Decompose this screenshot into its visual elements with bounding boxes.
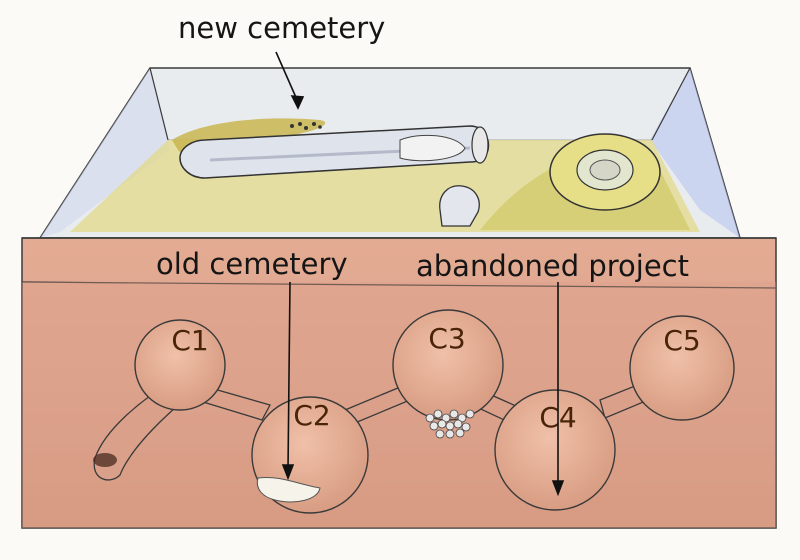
chamber-c1 [134, 319, 226, 411]
arrow-old-cemetery [287, 281, 291, 471]
label-c5: C5 [663, 324, 700, 357]
arrow-new-cemetery [275, 51, 299, 103]
old-cemetery-label: old cemetery [156, 247, 348, 281]
label-c2: C2 [293, 399, 330, 432]
arrow-head-old-cemetery [281, 464, 295, 481]
label-c3: C3 [428, 322, 465, 355]
abandoned-project-label: abandoned project [416, 249, 689, 283]
chamber-c5 [629, 315, 735, 421]
chamber-c4 [494, 389, 616, 511]
new-cemetery-label: new cemetery [178, 11, 386, 45]
feeder-ring [549, 133, 661, 211]
arrows [275, 51, 565, 497]
arrow-head-abandoned-project [551, 480, 565, 497]
small-vial [439, 185, 480, 227]
old-cemetery-debris [256, 476, 321, 503]
brood-pile [425, 409, 475, 439]
test-tube [179, 125, 490, 179]
tunnel-end [93, 453, 117, 467]
label-c1: C1 [171, 324, 208, 357]
arrow-head-new-cemetery [290, 95, 305, 110]
